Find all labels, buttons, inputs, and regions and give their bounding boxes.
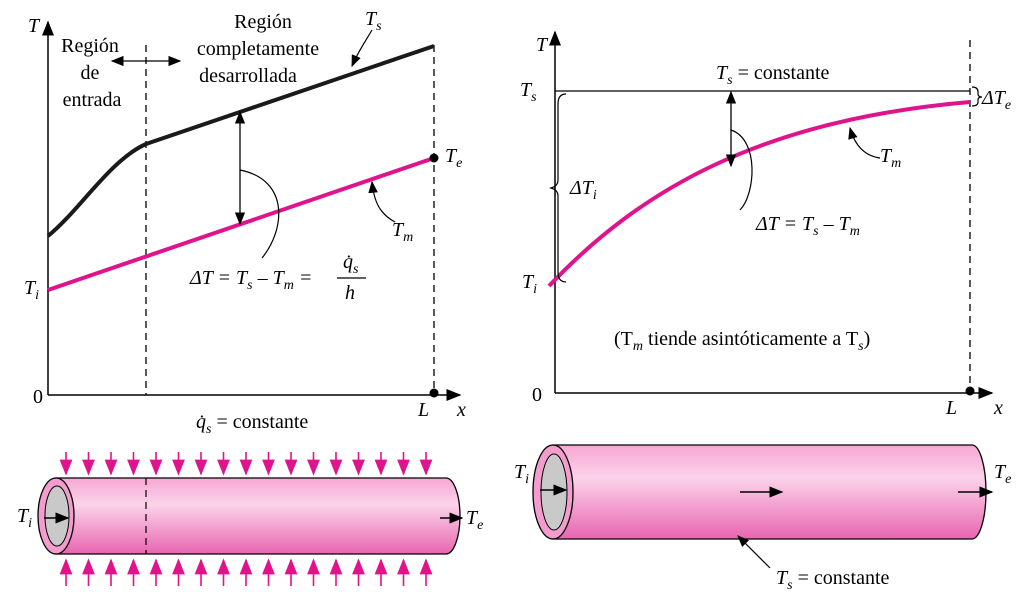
right-tube: Ti Te Ts = constante [514, 444, 1011, 593]
right-tube-te-label: Te [994, 461, 1011, 487]
left-length-label: L [417, 399, 429, 421]
left-ti-label: Ti [24, 277, 39, 303]
left-L-dot [429, 388, 439, 398]
left-te-label: Te [445, 145, 462, 171]
fraction-denominator: h [345, 282, 355, 304]
right-tube-caption-leader [737, 535, 771, 569]
developed-region-line3: desarrollada [199, 65, 297, 87]
fraction-numerator: q̇s [343, 251, 359, 277]
left-tm-label: Tm [392, 219, 413, 245]
right-delta-equation: ΔT = Ts – Tm [755, 213, 860, 239]
delta-te-label: ΔTe [981, 87, 1011, 113]
right-tm-leader [848, 126, 881, 159]
entry-region-line1: Región [61, 35, 119, 57]
left-tube-body [55, 477, 461, 555]
exit-temperature-dot [429, 153, 439, 163]
left-tube-inlet-bore [44, 485, 70, 547]
delta-te-brace [971, 86, 983, 107]
right-x-axis-label: x [993, 397, 1003, 419]
entry-region-line2: de [81, 62, 100, 84]
heat-flux-arrows-top [59, 452, 433, 476]
right-L-dot [965, 386, 975, 396]
left-tube-ti-label: Ti [17, 505, 32, 531]
left-x-axis-label: x [456, 399, 466, 421]
right-chart: T x 0 L Ts = constante Ts Ti ΔTi ΔTe ΔT … [520, 30, 1011, 419]
heat-flux-arrows-bottom [59, 558, 433, 586]
left-chart: T x 0 L Región de entrada Región complet… [24, 8, 466, 437]
right-ts-constant: Ts = constante [716, 62, 830, 88]
surface-temperature-curve [46, 44, 435, 238]
right-tube-inlet-bore [540, 453, 568, 531]
tm-leader [368, 180, 396, 223]
delta-ti-brace [548, 93, 567, 283]
right-origin-label: 0 [532, 384, 542, 406]
right-ti-label: Ti [522, 271, 537, 297]
delta-ti-label: ΔTi [569, 177, 597, 203]
right-tm-label: Tm [880, 145, 901, 171]
entry-region-line3: entrada [63, 89, 122, 111]
delta-t-leader [239, 169, 280, 259]
left-y-axis-label: T [28, 15, 41, 37]
left-tube-te-label: Te [466, 507, 483, 533]
left-origin-label: 0 [33, 386, 43, 408]
left-tube: Ti Te [17, 452, 483, 586]
right-y-axis-label: T [536, 34, 549, 56]
asymptote-note: (Tm tiende asintóticamente a Ts) [614, 328, 870, 354]
right-tube-ti-label: Ti [514, 461, 529, 487]
right-tube-caption: Ts = constante [776, 567, 890, 593]
right-length-label: L [945, 397, 957, 419]
right-delta-leader [730, 129, 753, 211]
right-ts-axis-label: Ts [520, 79, 537, 105]
developed-region-line2: completamente [197, 38, 319, 60]
left-delta-equation: ΔT = Ts – Tm = [189, 267, 312, 293]
developed-region-line1: Región [234, 11, 292, 33]
left-ts-label: Ts [365, 8, 382, 34]
heat-flux-condition: q̇s = constante [196, 411, 308, 437]
ts-leader [351, 29, 373, 68]
mean-temperature-curve-right [547, 100, 971, 288]
